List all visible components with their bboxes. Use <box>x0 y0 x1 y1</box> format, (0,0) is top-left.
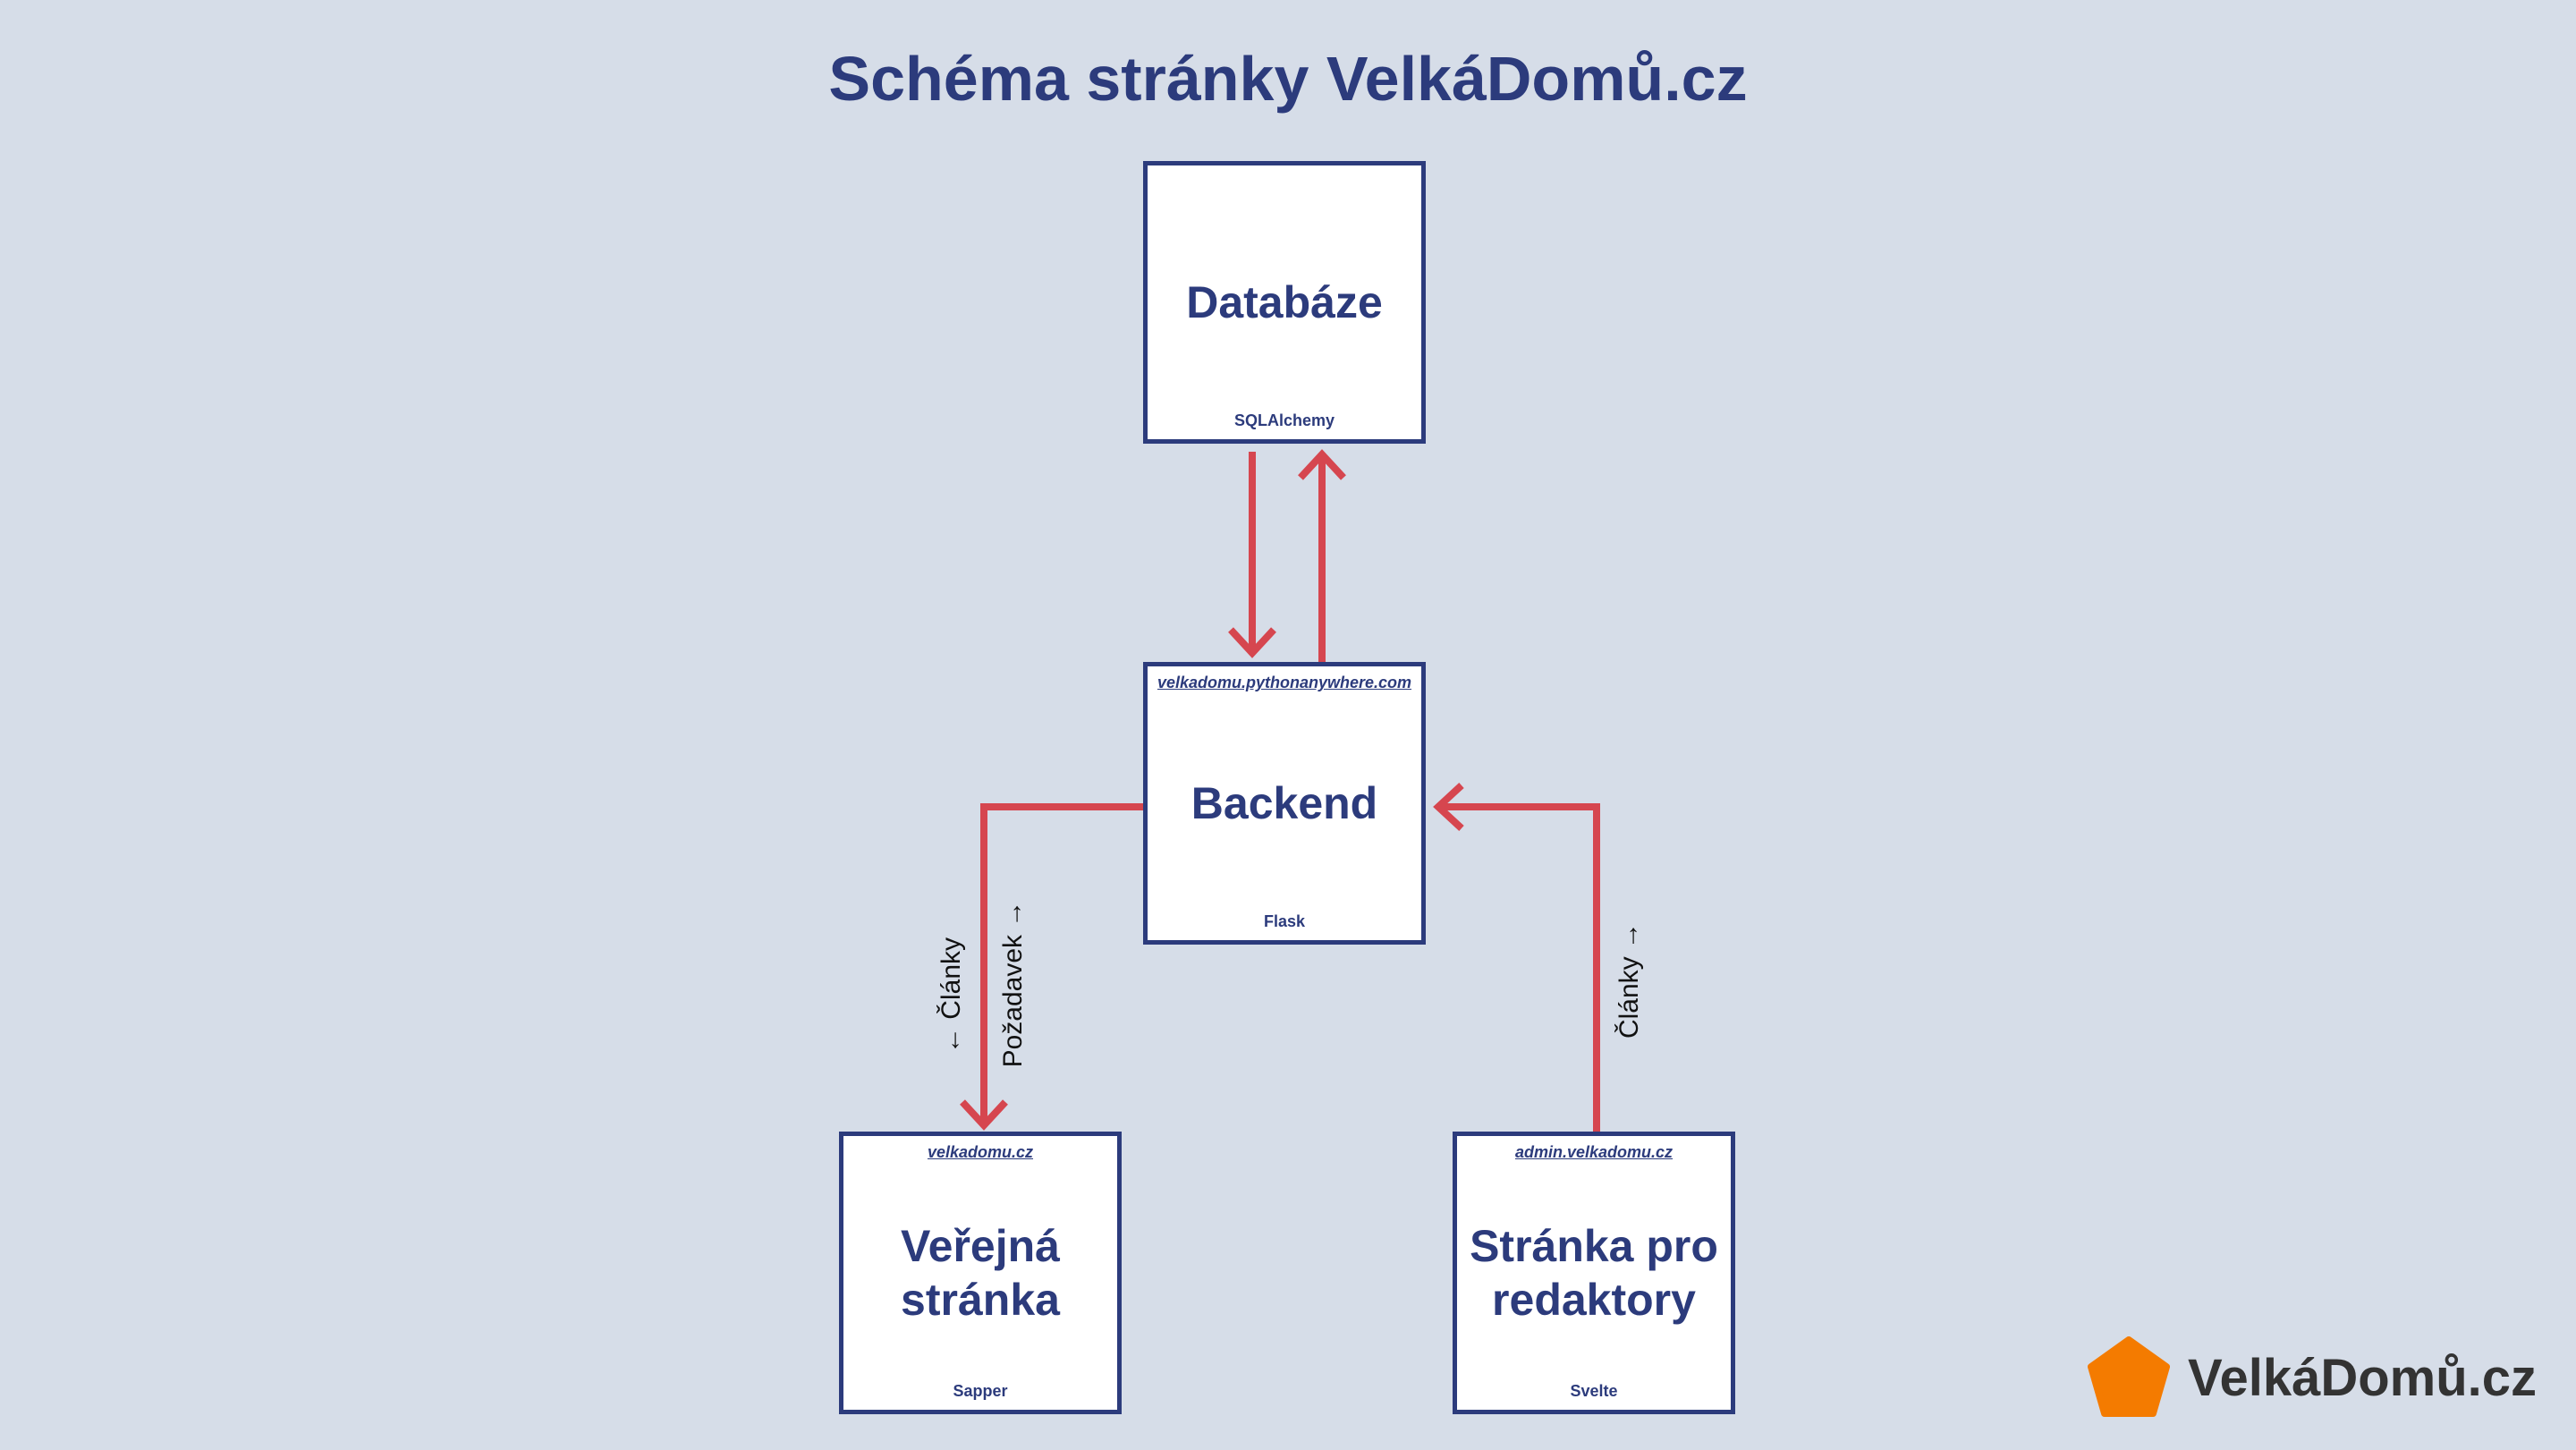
database-tech: SQLAlchemy <box>1233 411 1335 429</box>
database-box: Databáze SQLAlchemy <box>1143 161 1426 444</box>
editor-site-box: admin.velkadomu.cz Stránka pro redaktory… <box>1453 1132 1735 1414</box>
public-site-label: Veřejná stránka <box>901 1221 1060 1325</box>
arrowhead-editor-to-backend <box>1433 783 1464 831</box>
edge-label-public-articles: ← Články <box>936 937 966 1055</box>
arrowhead-db-to-backend <box>1228 627 1276 658</box>
public-site-tech: Sapper <box>953 1382 1008 1400</box>
arrowhead-backend-to-public <box>960 1099 1008 1131</box>
edge-label-public-request: Požadavek → <box>998 900 1028 1068</box>
diagram-title: Schéma stránky VelkáDomů.cz <box>828 44 1748 114</box>
brand-name: VelkáDomů.cz <box>2188 1348 2538 1407</box>
public-site-box: velkadomu.cz Veřejná stránka Sapper <box>839 1132 1122 1414</box>
pentagon-logo-icon <box>2088 1336 2170 1417</box>
backend-url[interactable]: velkadomu.pythonanywhere.com <box>1157 674 1412 691</box>
public-site-url[interactable]: velkadomu.cz <box>927 1143 1034 1161</box>
arrow-editor-to-backend <box>1438 803 1600 1132</box>
editor-site-url[interactable]: admin.velkadomu.cz <box>1514 1143 1674 1161</box>
database-label: Databáze <box>1186 277 1383 327</box>
editor-site-tech: Svelte <box>1570 1382 1618 1400</box>
arrow-backend-to-public <box>980 803 1143 1125</box>
backend-tech: Flask <box>1263 912 1306 930</box>
backend-label: Backend <box>1191 778 1378 828</box>
brand-logo: VelkáDomů.cz <box>2088 1333 2537 1422</box>
editor-site-label: Stránka pro redaktory <box>1470 1221 1718 1325</box>
arrowhead-backend-to-db <box>1298 449 1346 480</box>
backend-box: velkadomu.pythonanywhere.com Backend Fla… <box>1143 662 1426 945</box>
edge-label-editor-articles: Články → <box>1614 921 1644 1039</box>
